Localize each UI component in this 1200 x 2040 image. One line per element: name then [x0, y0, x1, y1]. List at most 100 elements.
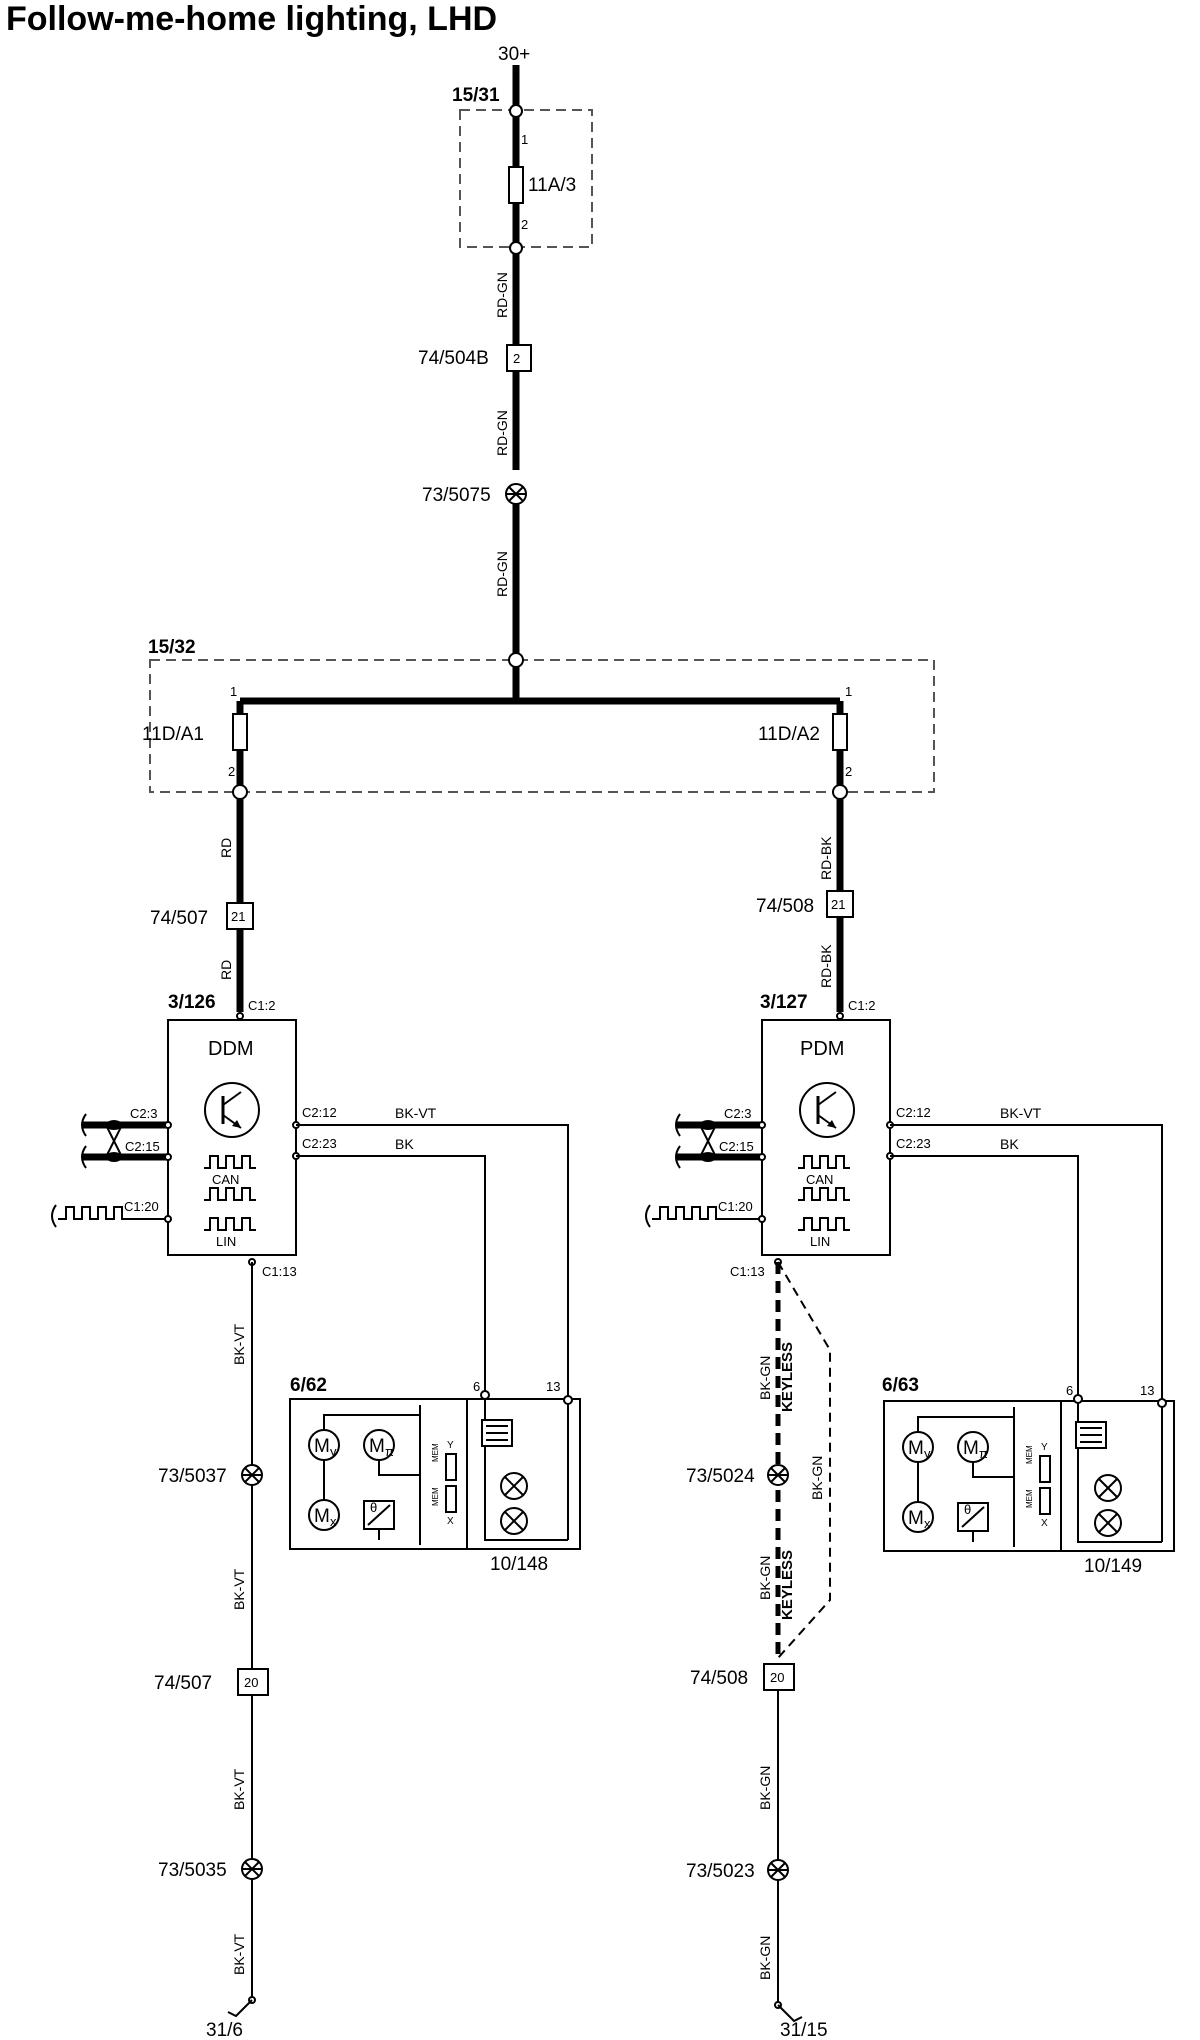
pin-label: C1:13: [262, 1264, 297, 1279]
pin-label: 1: [521, 132, 528, 147]
mem-axis-label: X: [1041, 1518, 1048, 1529]
motor-sub-label: y: [924, 1446, 931, 1461]
connector-pin: 2: [513, 351, 520, 366]
pin-label: C1:20: [718, 1199, 753, 1214]
splice-label: 73/5037: [158, 1466, 227, 1487]
fuse-label: 11D/A2: [758, 724, 820, 745]
ddm-lin-wire: [51, 1204, 168, 1228]
connector-pin: 21: [831, 897, 845, 912]
pin-label: 2: [228, 764, 235, 779]
node: [164, 1153, 172, 1161]
fuse-icon: [232, 713, 248, 751]
splice-73-5024: [767, 1464, 789, 1486]
wire-label: BK-VT: [395, 1105, 437, 1121]
pin-label: C2:3: [130, 1106, 157, 1121]
splice-label: 73/5035: [158, 1860, 227, 1881]
mirror-id: 6/62: [290, 1375, 327, 1396]
wire-label: KEYLESS: [779, 1342, 796, 1412]
connector-74-507-bottom: [237, 1668, 269, 1696]
splice-label: 73/5023: [686, 1861, 755, 1882]
mem-axis-label: X: [447, 1516, 454, 1527]
wire-label: RD-GN: [494, 272, 510, 318]
wire-label: BK-VT: [231, 1568, 247, 1610]
wire-label: BK-GN: [757, 1936, 773, 1980]
can-signal-icon: [798, 1155, 850, 1201]
splice-73-5035: [241, 1858, 263, 1880]
splice-73-5037: [241, 1464, 263, 1486]
node: [480, 1390, 490, 1400]
mem-label: MEM: [431, 1487, 440, 1506]
diagram-title: Follow-me-home lighting, LHD: [6, 0, 497, 38]
node: [758, 1215, 766, 1223]
transistor-icon: [204, 1082, 260, 1138]
fuse-icon: [832, 713, 848, 751]
node: [1157, 1398, 1167, 1408]
connector-label: 74/507: [150, 908, 208, 929]
motor-sub-label: x: [330, 1514, 337, 1529]
splice-73-5075: [505, 483, 527, 505]
pin-label: 13: [546, 1379, 560, 1394]
wire-label: BK-GN: [757, 1356, 773, 1400]
pdm-lin-wire: [645, 1204, 762, 1228]
wire-bk-vt-ddm: [296, 1124, 569, 1397]
connector-label: 74/508: [690, 1668, 748, 1689]
motor-tilt-icon: M: [963, 1438, 979, 1459]
wire-bk-gn-dashed: [777, 1261, 831, 1659]
module-id: 3/126: [168, 992, 216, 1013]
fuse-box-id: 15/31: [452, 85, 500, 106]
wire-label: RD: [218, 838, 234, 858]
fuse-box-15-32: 15/32: [148, 637, 935, 793]
node: [236, 1012, 244, 1020]
wire-label: BK-GN: [757, 1766, 773, 1810]
ground-symbol-right: [774, 2001, 803, 2023]
node: [509, 104, 523, 118]
node: [164, 1215, 172, 1223]
wire-label: BK: [395, 1136, 414, 1152]
pin-label: C2:15: [125, 1139, 160, 1154]
fuse-icon: [508, 166, 524, 204]
wire-label: BK-GN: [757, 1556, 773, 1600]
node: [563, 1395, 573, 1405]
wire-label: RD: [218, 960, 234, 980]
wire-label: BK-VT: [1000, 1105, 1042, 1121]
motor-sub-label: y: [330, 1444, 337, 1459]
pin-label: 6: [473, 1379, 480, 1394]
fuse-11a3-label: 11A/3: [528, 175, 576, 196]
lin-label: LIN: [810, 1234, 830, 1249]
motor-sub-label: π: [979, 1446, 988, 1461]
lin-signal-icon: [204, 1217, 256, 1231]
mem-label: MEM: [431, 1443, 440, 1462]
connector-label: 74/508: [756, 896, 814, 917]
connector-74-508-bottom: [763, 1663, 795, 1691]
wire-label: RD-BK: [818, 944, 834, 988]
lamp-unit-label: 10/148: [490, 1554, 548, 1575]
can-label: CAN: [806, 1172, 833, 1187]
supply-label: 30+: [498, 44, 530, 65]
transistor-icon: [799, 1082, 855, 1138]
lin-signal-icon: [798, 1217, 850, 1231]
wire-label: RD-BK: [818, 836, 834, 880]
motor-sub-label: x: [924, 1516, 931, 1531]
ground-label: 31/6: [206, 2020, 243, 2040]
splice-label: 73/5075: [422, 485, 491, 506]
wire-label: BK-VT: [231, 1323, 247, 1365]
mem-axis-label: Y: [1041, 1442, 1048, 1453]
connector-74-508-top: [826, 890, 854, 918]
wire-label: RD-GN: [494, 410, 510, 456]
node: [508, 652, 524, 668]
motor-y-icon: M: [908, 1438, 924, 1459]
can-label: CAN: [212, 1172, 239, 1187]
node: [832, 784, 848, 800]
pin-label: C2:12: [302, 1105, 337, 1120]
pin-label: 1: [230, 684, 237, 699]
connector-74-504b: [506, 344, 532, 372]
pin-label: C2:23: [896, 1136, 931, 1151]
pin-label: 2: [521, 217, 528, 232]
pin-label: 2: [845, 764, 852, 779]
wire-bk-vt-pdm: [890, 1124, 1163, 1401]
mirror-unit-6-62: [289, 1398, 581, 1550]
module-name: DDM: [208, 1038, 254, 1060]
wire-label: BK-VT: [231, 1768, 247, 1810]
connector-pin: 20: [244, 1675, 258, 1690]
